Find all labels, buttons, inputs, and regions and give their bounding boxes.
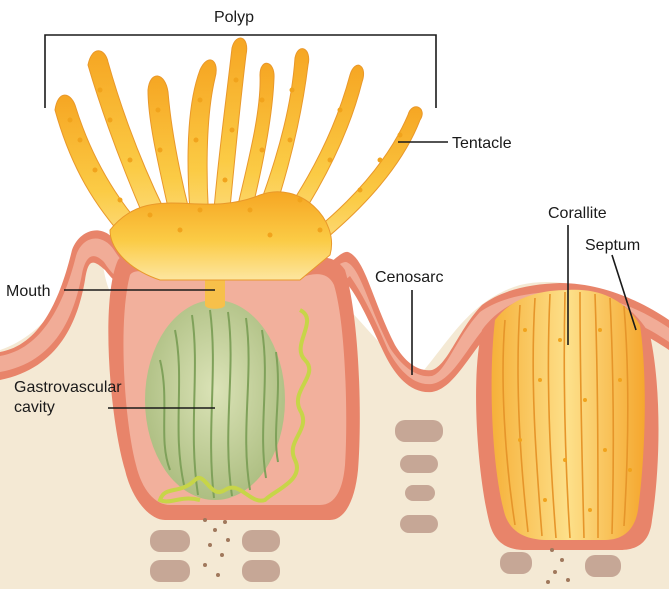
label-cavity: cavity (14, 399, 55, 416)
label-septum: Septum (585, 237, 640, 254)
label-cenosarc: Cenosarc (375, 269, 443, 286)
label-polyp: Polyp (214, 9, 254, 26)
label-tentacle: Tentacle (452, 135, 512, 152)
label-gastrovascular: Gastrovascular (14, 379, 122, 396)
label-corallite: Corallite (548, 205, 607, 222)
label-mouth: Mouth (6, 283, 50, 300)
